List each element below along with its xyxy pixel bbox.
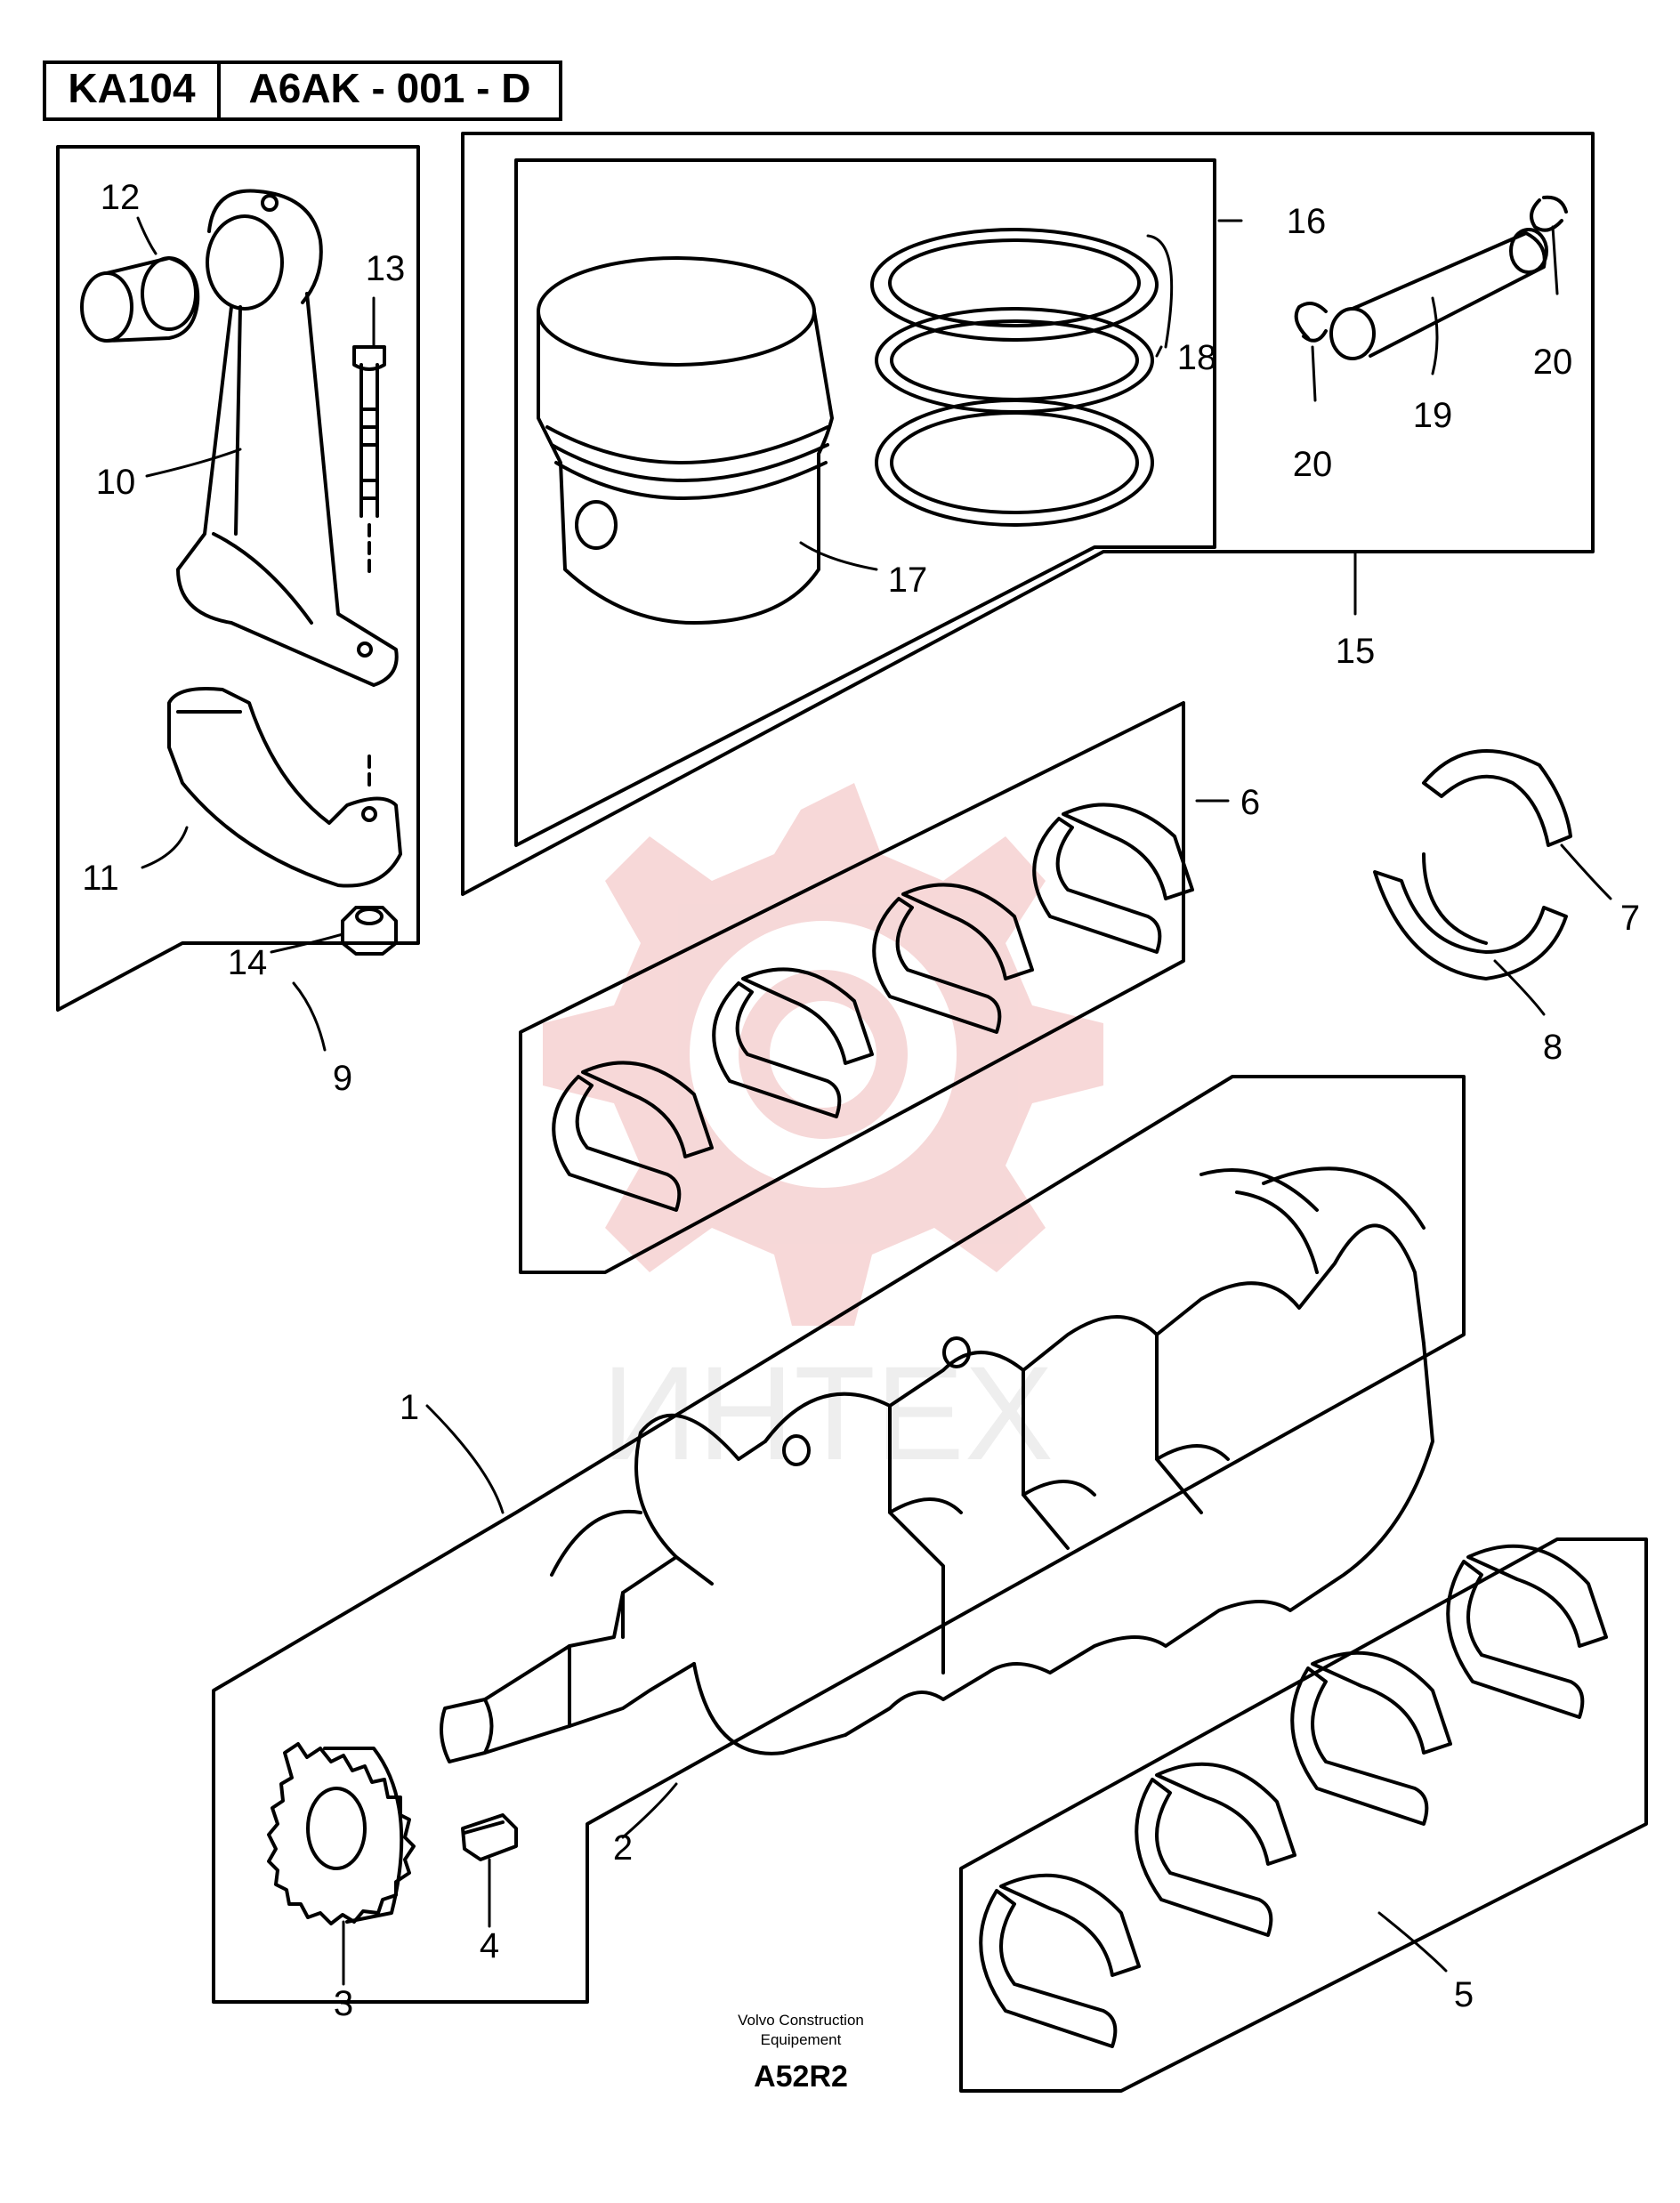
callout-3: 3 — [334, 1984, 353, 2023]
callout-20-left: 20 — [1293, 445, 1333, 484]
piston-icon — [537, 256, 834, 625]
leader-lines — [136, 216, 1612, 1986]
circlip-icon — [1530, 195, 1568, 232]
callout-6: 6 — [1240, 783, 1260, 822]
callout-18: 18 — [1177, 338, 1217, 377]
callout-7: 7 — [1620, 899, 1640, 938]
footer-company: Volvo Construction Equipement — [694, 2011, 908, 2050]
piston-rings-icon — [870, 228, 1159, 527]
callout-8: 8 — [1543, 1028, 1563, 1067]
big-end-bearing-shells-icon — [552, 803, 1194, 1212]
small-end-bush-icon — [80, 256, 200, 343]
connecting-rod-icon — [176, 189, 399, 687]
crankshaft-icon — [440, 1166, 1434, 1763]
callout-15: 15 — [1336, 632, 1376, 671]
callout-16: 16 — [1287, 202, 1327, 241]
rod-nut-icon — [341, 906, 398, 956]
main-bearing-shells-icon — [979, 1544, 1608, 2048]
callout-1: 1 — [400, 1388, 419, 1427]
catalog-code-label: KA104 — [43, 61, 221, 121]
callout-10: 10 — [96, 463, 136, 502]
callout-13: 13 — [366, 249, 406, 288]
callout-5: 5 — [1454, 1975, 1474, 2014]
callout-2: 2 — [613, 1828, 633, 1868]
footer-company-line2: Equipement — [760, 2031, 842, 2048]
key-icon — [461, 1813, 518, 1861]
callout-20-right: 20 — [1533, 343, 1573, 382]
rod-cap-icon — [167, 687, 402, 888]
drawing-code-label: A6AK - 001 - D — [217, 61, 562, 121]
timing-gear-icon — [267, 1742, 416, 1925]
callout-12: 12 — [101, 178, 141, 217]
callout-11: 11 — [82, 859, 119, 898]
rod-bolt-icon — [352, 345, 386, 580]
footer-company-line1: Volvo Construction — [738, 2012, 864, 2029]
footer-drawing-id: A52R2 — [754, 2060, 848, 2094]
callout-19: 19 — [1413, 396, 1453, 435]
callout-4: 4 — [480, 1926, 499, 1965]
callout-14: 14 — [228, 943, 268, 982]
piston-pin-icon — [1329, 228, 1548, 360]
thrust-washer-icon — [1373, 749, 1572, 980]
watermark-text: ИНТЕХ — [602, 1338, 1054, 1488]
circlip-icon — [1294, 302, 1328, 343]
callout-9: 9 — [333, 1059, 352, 1098]
callout-17: 17 — [888, 561, 928, 600]
watermark-gear-icon — [543, 783, 1103, 1326]
